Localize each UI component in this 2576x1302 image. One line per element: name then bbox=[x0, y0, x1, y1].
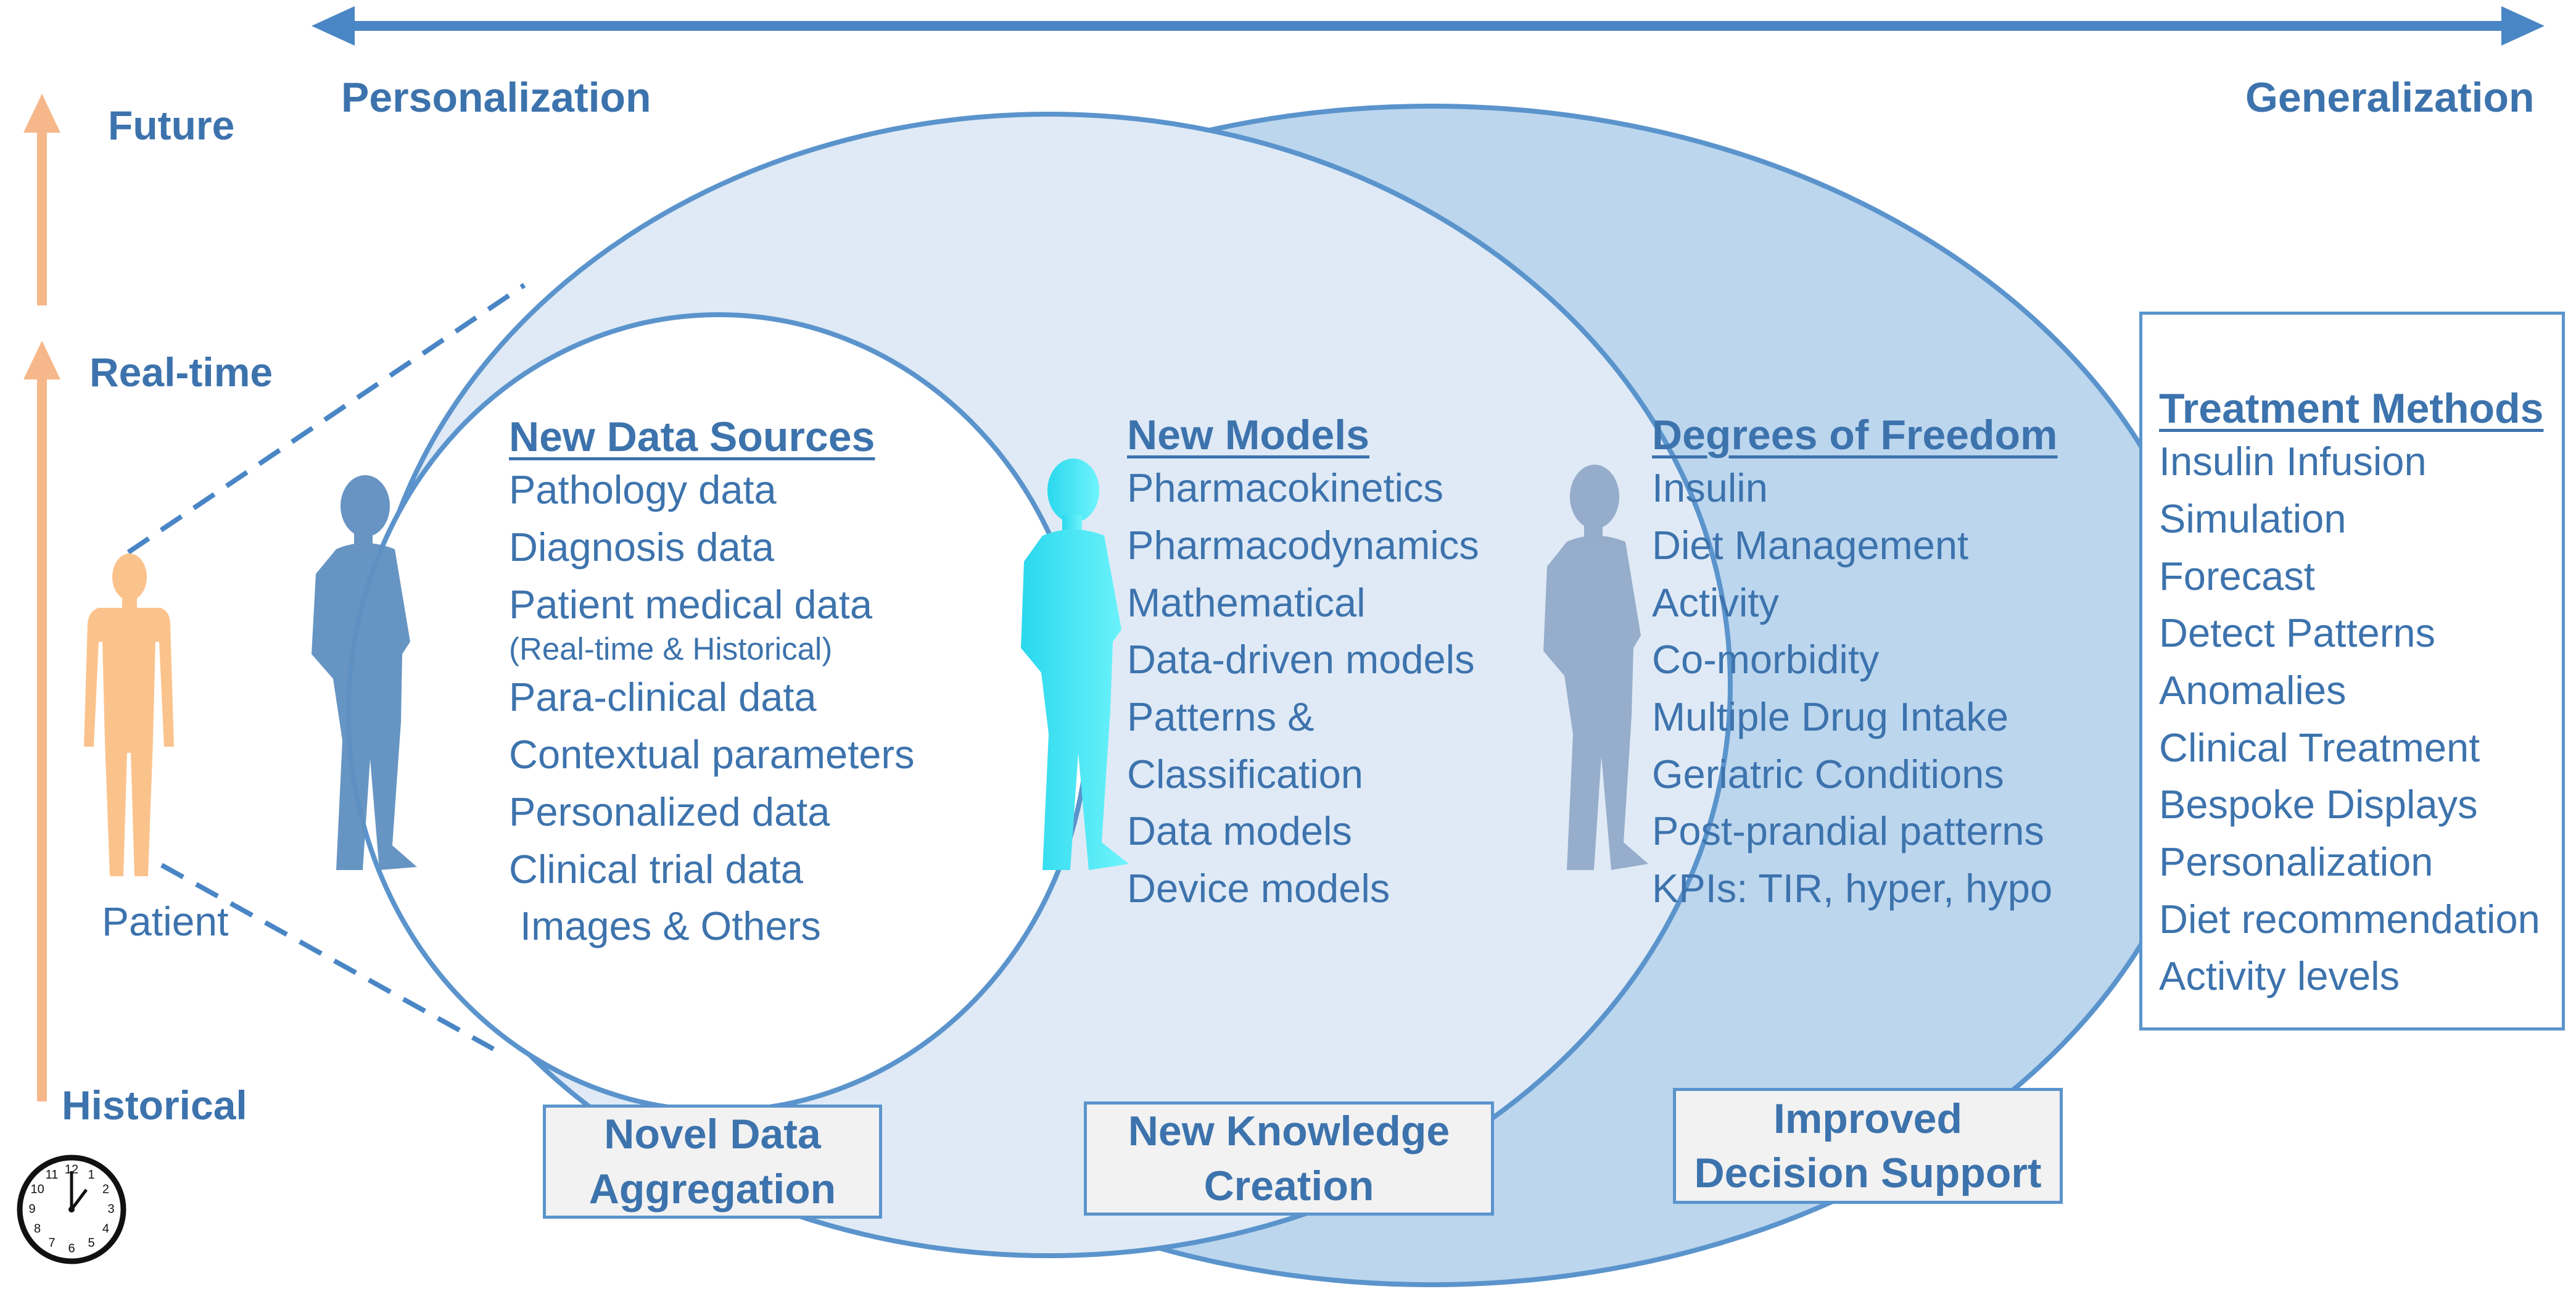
clock-number: 7 bbox=[48, 1237, 55, 1250]
list-item: Pharmacodynamics bbox=[1127, 522, 1479, 568]
list-item: Simulation bbox=[2159, 496, 2347, 541]
patient-label: Patient bbox=[102, 898, 229, 944]
list-item: Data-driven models bbox=[1127, 637, 1475, 682]
generalization-label: Generalization bbox=[2245, 74, 2535, 121]
list-item: Geriatric Conditions bbox=[1652, 751, 2004, 797]
list-item: Bespoke Displays bbox=[2159, 782, 2478, 827]
clock-number: 12 bbox=[65, 1163, 78, 1176]
list-item: Patient medical data bbox=[509, 581, 872, 627]
clock-number: 4 bbox=[102, 1222, 109, 1235]
list-item: Contextual parameters bbox=[509, 732, 915, 777]
person-icon bbox=[84, 554, 174, 876]
novel-data-aggregation-box: Novel Data Aggregation bbox=[543, 1105, 882, 1219]
clock-number: 3 bbox=[107, 1202, 114, 1216]
list-item: Clinical Treatment bbox=[2159, 724, 2480, 770]
improved-decision-support-box: Improved Decision Support bbox=[1673, 1088, 2063, 1204]
clock-number: 9 bbox=[28, 1202, 35, 1216]
patient-dashed-lines bbox=[126, 283, 526, 1051]
list-item: Activity levels bbox=[2159, 953, 2400, 999]
future-label: Future bbox=[108, 102, 235, 148]
treatment-box bbox=[2139, 312, 2565, 1030]
freedom-panel: Degrees of Freedom Insulin Diet Manageme… bbox=[1652, 410, 2058, 913]
clock-number: 11 bbox=[46, 1168, 59, 1182]
list-item: Insulin bbox=[1652, 465, 1768, 511]
list-item: Multiple Drug Intake bbox=[1652, 694, 2009, 739]
freedom-title: Degrees of Freedom bbox=[1652, 412, 2058, 458]
treatment-title: Treatment Methods bbox=[2159, 385, 2544, 432]
list-item: Diet Management bbox=[1652, 522, 1969, 568]
box-label-line: Creation bbox=[1203, 1162, 1374, 1209]
real-time-label: Real-time bbox=[89, 349, 273, 395]
list-item: Diet recommendation bbox=[2159, 896, 2540, 942]
list-item: Pharmacokinetics bbox=[1127, 465, 1443, 511]
list-item: Device models bbox=[1127, 866, 1390, 911]
list-note: (Real-time & Historical) bbox=[509, 631, 833, 667]
clock-number: 5 bbox=[88, 1237, 94, 1250]
list-item: Personalization bbox=[2159, 839, 2434, 885]
time-arrows bbox=[23, 94, 60, 1101]
personalization-label: Personalization bbox=[341, 74, 651, 121]
list-item: Detect Patterns bbox=[2159, 610, 2435, 656]
list-item: Insulin Infusion bbox=[2159, 439, 2427, 484]
person-silhouette-icon bbox=[1021, 458, 1129, 870]
clock-number: 10 bbox=[30, 1182, 44, 1196]
new-knowledge-creation-box: New Knowledge Creation bbox=[1084, 1101, 1494, 1216]
list-item: Mathematical bbox=[1127, 579, 1366, 625]
box-label-line: Decision Support bbox=[1694, 1150, 2042, 1196]
list-item: Diagnosis data bbox=[509, 524, 774, 570]
box-label-line: Aggregation bbox=[588, 1165, 836, 1213]
clock-number: 6 bbox=[68, 1242, 75, 1255]
list-item: Classification bbox=[1127, 751, 1363, 797]
list-item: Post-prandial patterns bbox=[1652, 808, 2044, 854]
list-item: Clinical trial data bbox=[509, 846, 803, 892]
list-item: Data models bbox=[1127, 808, 1352, 854]
list-item: Images & Others bbox=[509, 903, 821, 949]
box-label-line: New Knowledge bbox=[1128, 1108, 1450, 1155]
box-label-line: Improved bbox=[1773, 1095, 1963, 1142]
data-sources-panel: New Data Sources Pathology data Diagnosi… bbox=[509, 412, 915, 950]
models-panel: New Models Pharmacokinetics Pharmacodyna… bbox=[1127, 410, 1479, 913]
person-silhouette-icon bbox=[1543, 465, 1648, 870]
clock-number: 2 bbox=[102, 1182, 109, 1196]
list-item: Anomalies bbox=[2159, 667, 2347, 713]
treatment-panel: Treatment Methods Insulin Infusion Simul… bbox=[2159, 384, 2543, 1000]
list-item: KPIs: TIR, hyper, hypo bbox=[1652, 866, 2053, 911]
person-silhouette-icon bbox=[312, 475, 417, 870]
list-item: Patterns & bbox=[1127, 694, 1315, 739]
historical-label: Historical bbox=[62, 1082, 247, 1128]
list-item: Pathology data bbox=[509, 467, 777, 513]
models-title: New Models bbox=[1127, 412, 1369, 458]
list-item: Para-clinical data bbox=[509, 674, 817, 720]
data-sources-title: New Data Sources bbox=[509, 413, 875, 460]
list-item: Forecast bbox=[2159, 553, 2315, 599]
personalization-generalization-arrow bbox=[312, 6, 2545, 46]
list-item: Co-morbidity bbox=[1652, 637, 1880, 682]
clock-number: 8 bbox=[34, 1222, 41, 1235]
list-item: Activity bbox=[1652, 579, 1779, 625]
clock-number: 1 bbox=[88, 1168, 94, 1182]
box-label-line: Novel Data bbox=[604, 1111, 821, 1158]
list-item: Personalized data bbox=[509, 789, 830, 834]
